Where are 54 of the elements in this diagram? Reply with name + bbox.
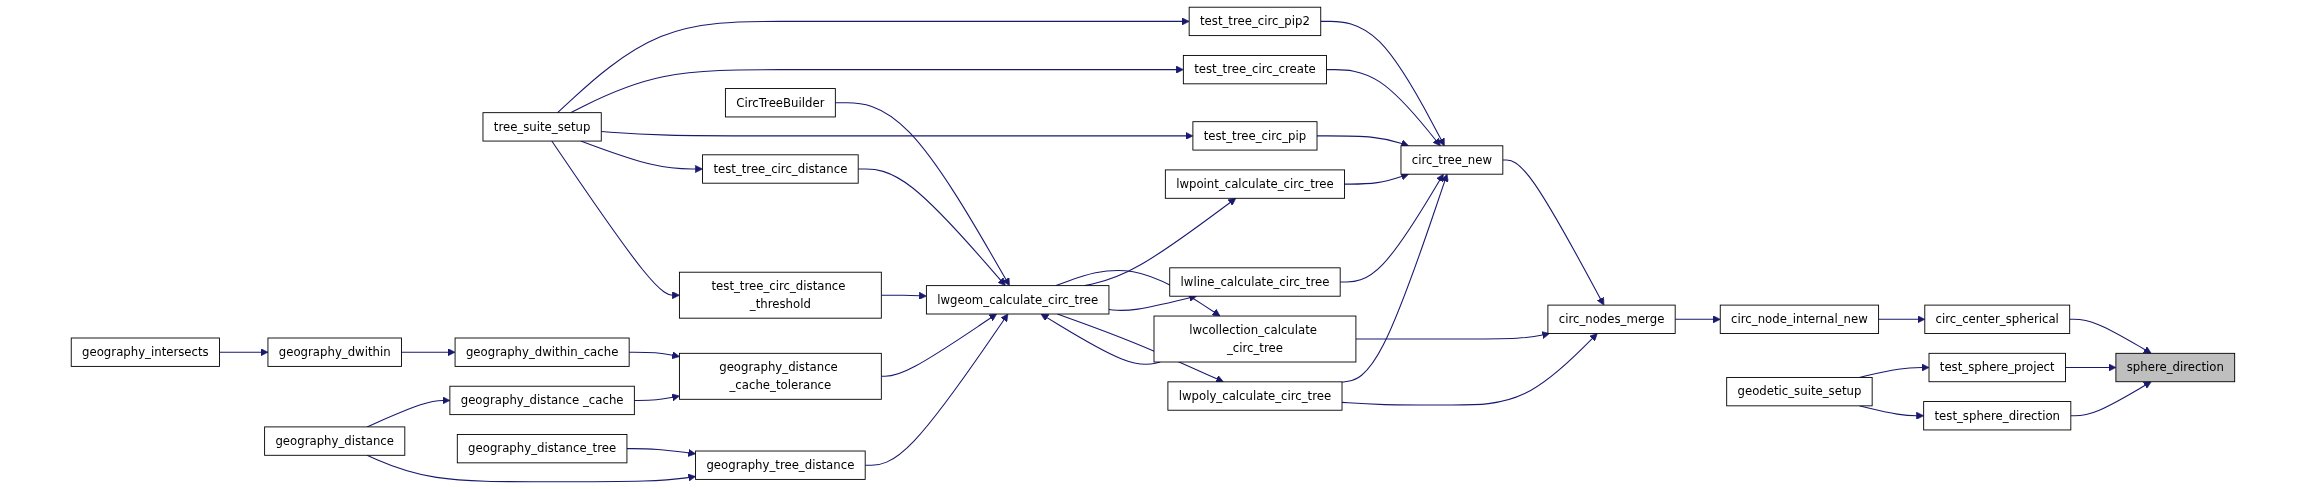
node-box: geodetic_suite_setup [1725, 377, 1873, 407]
node-box: lwcollection_calculate _circ_tree [1153, 315, 1356, 363]
node-box: circ_center_spherical [1923, 304, 2070, 334]
node-box: lwline_calculate_circ_tree [1168, 267, 1341, 297]
node-box: circ_nodes_merge [1547, 304, 1676, 334]
arrow [1354, 331, 1550, 340]
arrow [633, 393, 680, 402]
arrow [1341, 333, 1598, 406]
arrow [1341, 173, 1449, 383]
node-box: geography_distance _cache_tolerance [678, 352, 882, 400]
node-box: sphere_direction [2114, 352, 2235, 383]
node-box: lwpoly_calculate_circ_tree [1167, 381, 1342, 411]
arrow [1339, 173, 1444, 283]
arrow [857, 168, 1006, 286]
node-box: geography_intersects [70, 337, 220, 367]
arrow [1877, 315, 1925, 324]
node-box: test_tree_circ_create [1182, 55, 1327, 85]
arrow [1325, 69, 1441, 147]
node-box: geography_tree_distance [694, 450, 866, 480]
node-box: CircTreeBuilder [724, 88, 836, 118]
arrow [2064, 363, 2116, 372]
arrow [550, 140, 680, 300]
node-box: geography_distance [263, 426, 405, 456]
node-box: test_tree_circ_pip2 [1188, 6, 1321, 37]
node-box: geography_distance _cache [448, 385, 635, 416]
arrow [600, 130, 1193, 140]
node-box: circ_tree_new [1400, 145, 1503, 175]
arrow [400, 348, 455, 357]
arrow [556, 17, 1190, 114]
node-box: test_tree_circ_distance [701, 154, 859, 184]
arrow [1501, 159, 1604, 306]
arrow [628, 351, 680, 360]
arrow [880, 291, 927, 300]
arrow [1674, 315, 1721, 324]
arrow [2069, 381, 2152, 417]
node-box: lwgeom_calculate_circ_tree [925, 285, 1109, 315]
node-box: test_sphere_direction [1922, 401, 2071, 431]
node-box: test_sphere_project [1928, 352, 2066, 383]
node-box: tree_suite_setup [482, 112, 602, 142]
arrow [625, 448, 696, 457]
node-box: geography_dwithin_cache [454, 337, 630, 367]
node-box: lwpoint_calculate_circ_tree [1164, 169, 1345, 199]
node-box: geography_distance_tree [456, 434, 627, 464]
arrow [880, 313, 997, 377]
arrow [366, 454, 696, 483]
node-box: test_tree_circ_distance _threshold [678, 271, 882, 319]
node-box: test_tree_circ_pip [1192, 121, 1317, 151]
arrow [2068, 318, 2152, 354]
arrow [218, 348, 268, 357]
arrow [834, 102, 1010, 286]
node-box: geography_dwithin [267, 337, 402, 367]
arrow [1319, 20, 1445, 147]
arrow [864, 313, 1008, 466]
node-box: circ_node_internal_new [1719, 304, 1879, 334]
